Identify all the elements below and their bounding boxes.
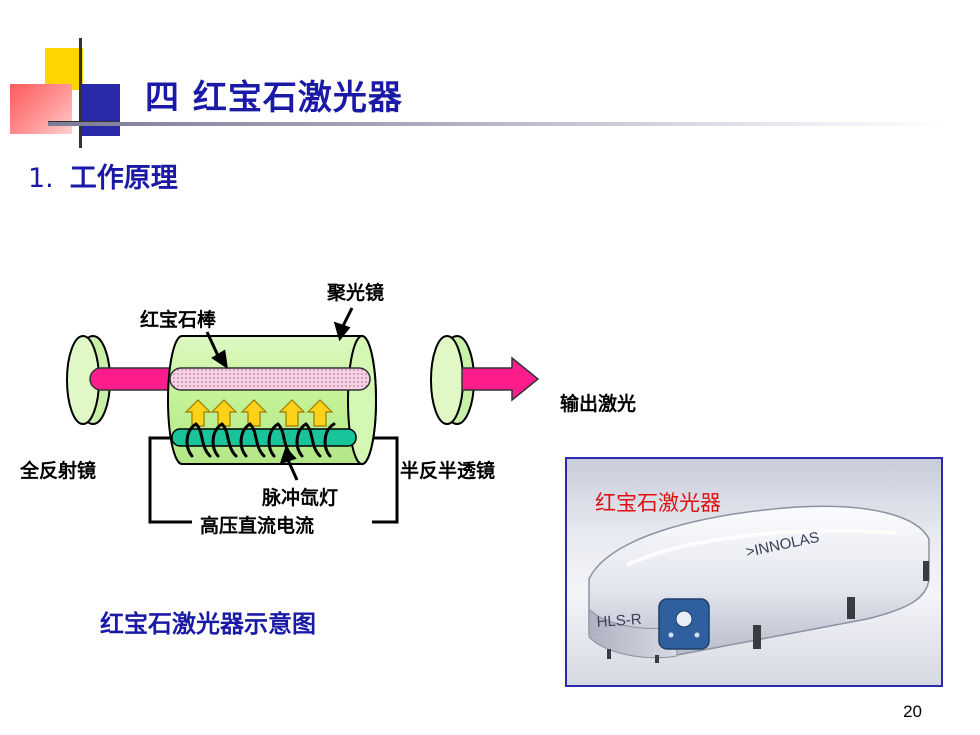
laser-device-illustration: >INNOLAS HLS-R	[588, 505, 930, 663]
beam-left	[89, 367, 181, 391]
label-ruby-rod: 红宝石棒	[140, 309, 217, 331]
photo-label: 红宝石激光器	[595, 491, 721, 515]
model-text: HLS-R	[596, 611, 642, 631]
subheading-text: 工作原理	[69, 163, 178, 194]
label-partial-reflector: 半反半透镜	[400, 460, 496, 482]
label-total-reflector: 全反射镜	[20, 460, 97, 482]
label-pointers	[205, 307, 354, 481]
diagram-caption: 红宝石激光器示意图	[100, 610, 316, 638]
label-concentrator: 聚光镜	[327, 282, 385, 304]
flash-lamp-coil	[185, 422, 336, 458]
title-rule	[48, 122, 948, 126]
label-flash-lamp: 脉冲氙灯	[262, 487, 339, 509]
partial-reflector-mirror	[430, 335, 475, 425]
laser-photo: >INNOLAS HLS-R 红宝石激光器	[565, 457, 943, 687]
label-output-laser: 输出激光	[560, 393, 637, 415]
pump-arrows	[184, 399, 334, 427]
corner-decoration	[0, 0, 140, 150]
page-number: 20	[903, 702, 922, 721]
subheading-number: 1.	[28, 163, 54, 194]
label-power-supply: 高压直流电流	[200, 515, 315, 537]
power-circuit	[148, 436, 399, 524]
output-beam-arrow	[461, 356, 540, 402]
subheading: 1. 工作原理	[28, 156, 178, 195]
slide-title: 四 红宝石激光器	[145, 78, 403, 118]
ruby-rod	[169, 367, 371, 391]
